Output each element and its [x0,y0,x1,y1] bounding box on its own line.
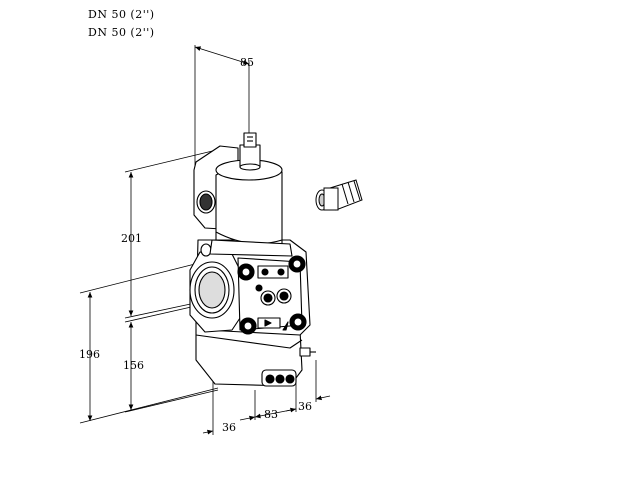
dim-196-label: 196 [79,348,100,361]
dim-83-label: 83 [264,408,278,421]
cable-gland-icon [315,179,363,211]
dim-156-label: 156 [123,359,144,372]
header-text: DN 50 (2'') DN 50 (2'') [88,6,155,42]
dim-85-label: 85 [240,56,254,69]
dim-36-right-label: 36 [298,400,312,413]
dim-201-label: 201 [121,232,142,245]
header-line-2: DN 50 (2'') [88,26,155,39]
header-line-1: DN 50 (2'') [88,8,155,21]
dimension-labels: 85 201 196 156 36 83 36 [79,56,312,434]
dim-36-left-label: 36 [222,421,236,434]
valve-body [189,132,316,387]
